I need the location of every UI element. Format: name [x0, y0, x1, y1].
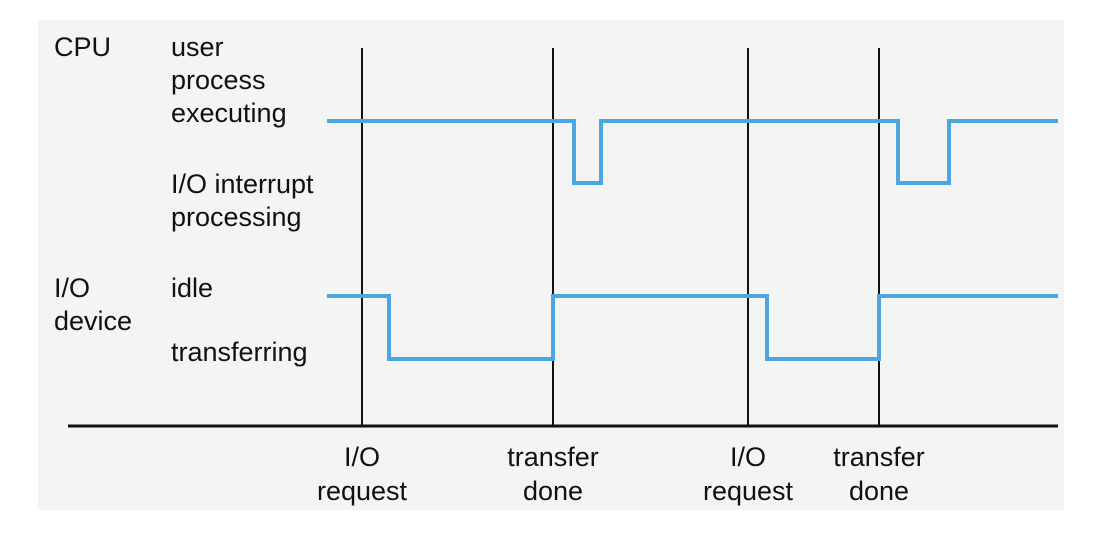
event-label-line1: transfer [507, 442, 599, 472]
event-label-line2: request [702, 476, 794, 506]
io-device-row-label-line1: I/O [54, 273, 91, 303]
cpu-row-label: CPU [54, 32, 112, 62]
event-label-line1: I/O [729, 442, 766, 472]
io-interrupt-label-line2: processing [171, 202, 302, 232]
event-label-line2: request [316, 476, 408, 506]
user-process-label-line2: process [171, 65, 266, 95]
io-device-state-trace [327, 294, 1058, 361]
cpu-state-trace [327, 119, 1058, 185]
io-device-row-label-line2: device [54, 306, 133, 336]
event-label-io-request-2: I/O request [683, 440, 813, 508]
event-label-transfer-done-2: transfer done [814, 440, 944, 508]
event-label-transfer-done-1: transfer done [488, 440, 618, 508]
transferring-label: transferring [171, 337, 308, 367]
idle-label: idle [171, 273, 214, 303]
event-label-line2: done [848, 476, 910, 506]
event-label-line1: I/O [343, 442, 380, 472]
io-interrupt-label-line1: I/O interrupt [171, 169, 314, 199]
event-label-io-request-1: I/O request [297, 440, 427, 508]
user-process-label-line3: executing [171, 98, 287, 128]
event-label-line2: done [522, 476, 584, 506]
event-label-line1: transfer [833, 442, 925, 472]
user-process-label-line1: user [171, 32, 224, 62]
diagram-background [38, 20, 1064, 510]
